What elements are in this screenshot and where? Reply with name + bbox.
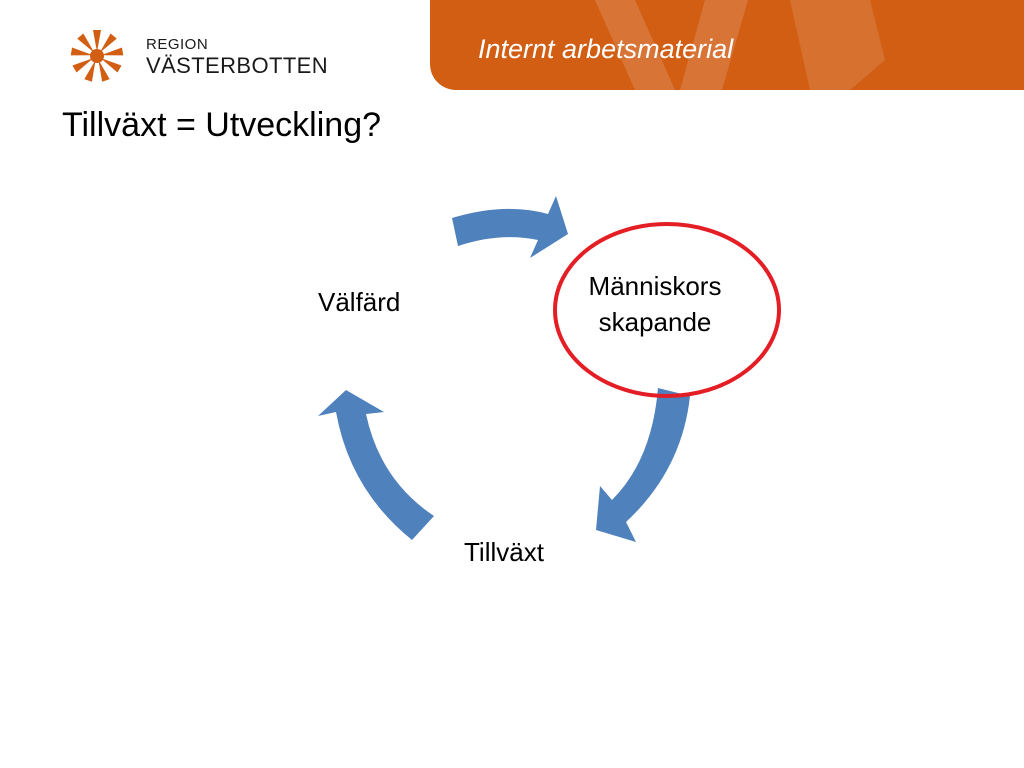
arrow-growth-to-welfare xyxy=(318,390,434,540)
slide-title: Tillväxt = Utveckling? xyxy=(62,106,382,144)
node-label-creative-line1: Människors xyxy=(588,271,722,301)
highlight-ellipse xyxy=(553,222,781,398)
node-label-creative: Människors skapande xyxy=(570,268,740,340)
node-label-growth: Tillväxt xyxy=(464,537,544,567)
node-label-creative-line2: skapande xyxy=(598,307,712,337)
arrow-welfare-to-creative xyxy=(452,196,568,258)
star-flower-logo-icon xyxy=(70,30,124,82)
arrow-creative-to-growth xyxy=(596,388,690,542)
header-band: Internt arbetsmaterial xyxy=(430,0,1024,90)
logo-text-region: REGION xyxy=(146,36,209,53)
header-decoration xyxy=(595,0,885,90)
logo-text-vasterbotten: VÄSTERBOTTEN xyxy=(146,53,329,78)
logo: REGION VÄSTERBOTTEN xyxy=(64,26,334,90)
node-label-welfare: Välfärd xyxy=(318,287,401,317)
header-subtitle: Internt arbetsmaterial xyxy=(478,34,734,64)
